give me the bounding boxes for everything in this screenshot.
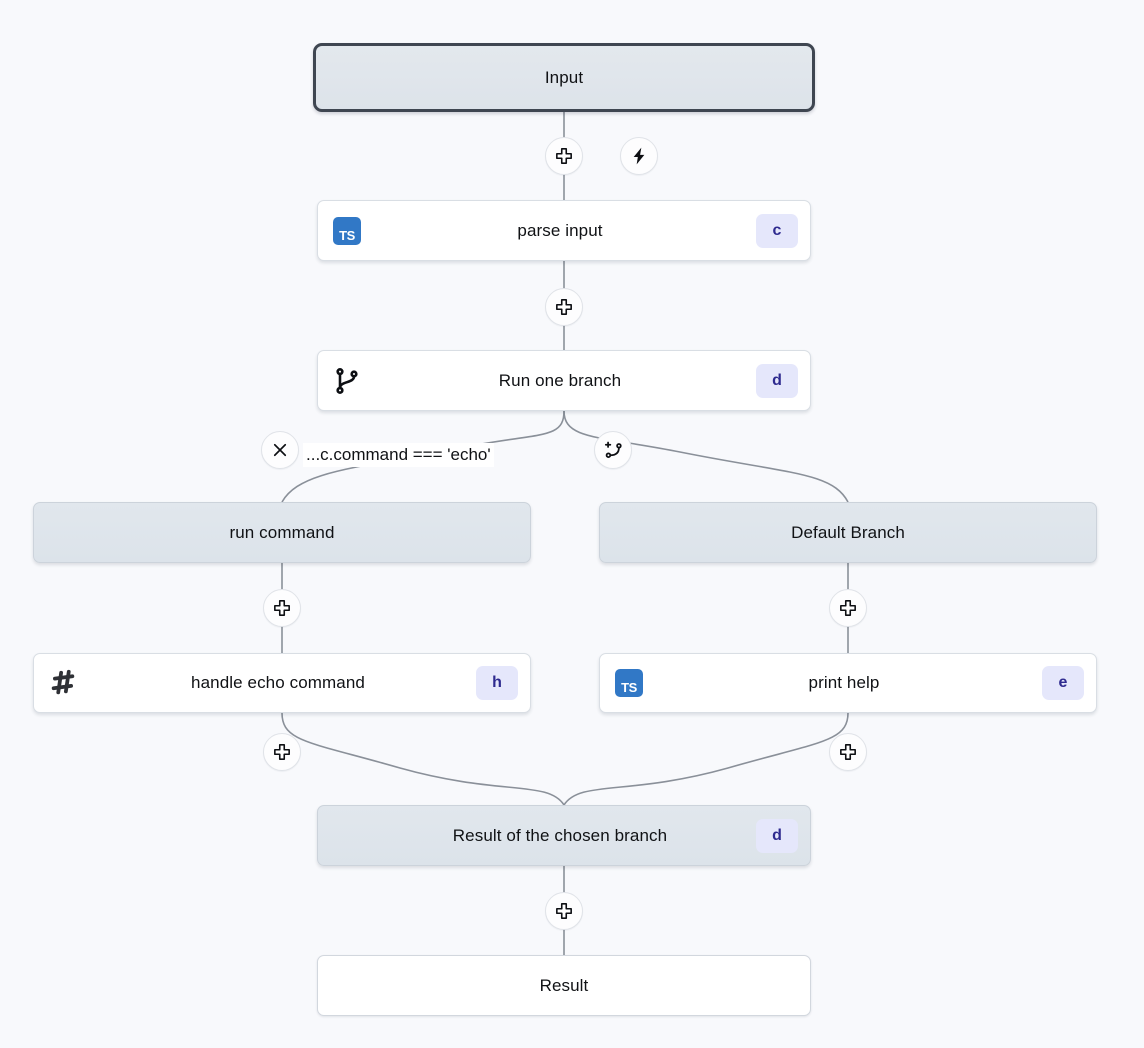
git-branch-plus-icon (604, 441, 622, 458)
node-print-help-badge[interactable]: e (1042, 666, 1084, 700)
branch-condition-label[interactable]: ...c.command === 'echo' (303, 443, 494, 467)
node-result-of-chosen-branch-label: Result of the chosen branch (452, 825, 668, 845)
git-branch-icon (330, 364, 364, 398)
node-input[interactable]: Input (313, 43, 815, 112)
remove-branch-button[interactable] (261, 431, 299, 469)
typescript-icon-glyph: TS (615, 669, 643, 697)
node-print-help[interactable]: TS print help e (599, 653, 1097, 713)
add-step-button-after-parse[interactable] (545, 288, 583, 326)
typescript-icon: TS (612, 666, 646, 700)
node-handle-echo-command[interactable]: handle echo command h (33, 653, 531, 713)
plus-icon (840, 600, 856, 616)
node-run-one-branch[interactable]: Run one branch d (317, 350, 811, 411)
close-x-icon (273, 443, 287, 457)
add-branch-button[interactable] (594, 431, 632, 469)
node-run-one-branch-label: Run one branch (498, 370, 622, 390)
plus-icon (840, 744, 856, 760)
bash-hash-icon (46, 666, 80, 700)
add-step-button-before-result[interactable] (545, 892, 583, 930)
node-result[interactable]: Result (317, 955, 811, 1016)
node-handle-echo-command-label: handle echo command (191, 673, 365, 692)
edge-help-to-result (563, 712, 849, 806)
add-step-button-after-echo[interactable] (263, 733, 301, 771)
node-default-branch-label: Default Branch (791, 522, 905, 542)
add-step-button-top[interactable] (545, 137, 583, 175)
node-result-label: Result (539, 975, 589, 995)
edge-echo-to-result (281, 712, 565, 806)
node-run-one-branch-badge[interactable]: d (756, 363, 798, 398)
plus-icon (556, 148, 572, 164)
typescript-icon: TS (330, 214, 364, 248)
node-run-command[interactable]: run command (33, 502, 531, 563)
trigger-button[interactable] (620, 137, 658, 175)
plus-icon (274, 744, 290, 760)
node-default-branch[interactable]: Default Branch (599, 502, 1097, 563)
node-result-of-chosen-branch-badge[interactable]: d (756, 818, 798, 853)
node-parse-input[interactable]: TS parse input c (317, 200, 811, 261)
node-parse-input-label: parse input (517, 220, 603, 240)
lightning-bolt-icon (633, 147, 645, 165)
add-step-button-after-help[interactable] (829, 733, 867, 771)
node-input-label: Input (544, 67, 584, 87)
node-handle-echo-command-badge[interactable]: h (476, 666, 518, 700)
node-run-command-label: run command (229, 522, 335, 542)
node-result-of-chosen-branch[interactable]: Result of the chosen branch d (317, 805, 811, 866)
add-step-button-left-branch[interactable] (263, 589, 301, 627)
add-step-button-right-branch[interactable] (829, 589, 867, 627)
plus-icon (274, 600, 290, 616)
node-parse-input-badge[interactable]: c (756, 213, 798, 248)
typescript-icon-glyph: TS (333, 216, 361, 245)
plus-icon (556, 903, 572, 919)
plus-icon (556, 299, 572, 315)
node-print-help-label: print help (808, 673, 880, 692)
